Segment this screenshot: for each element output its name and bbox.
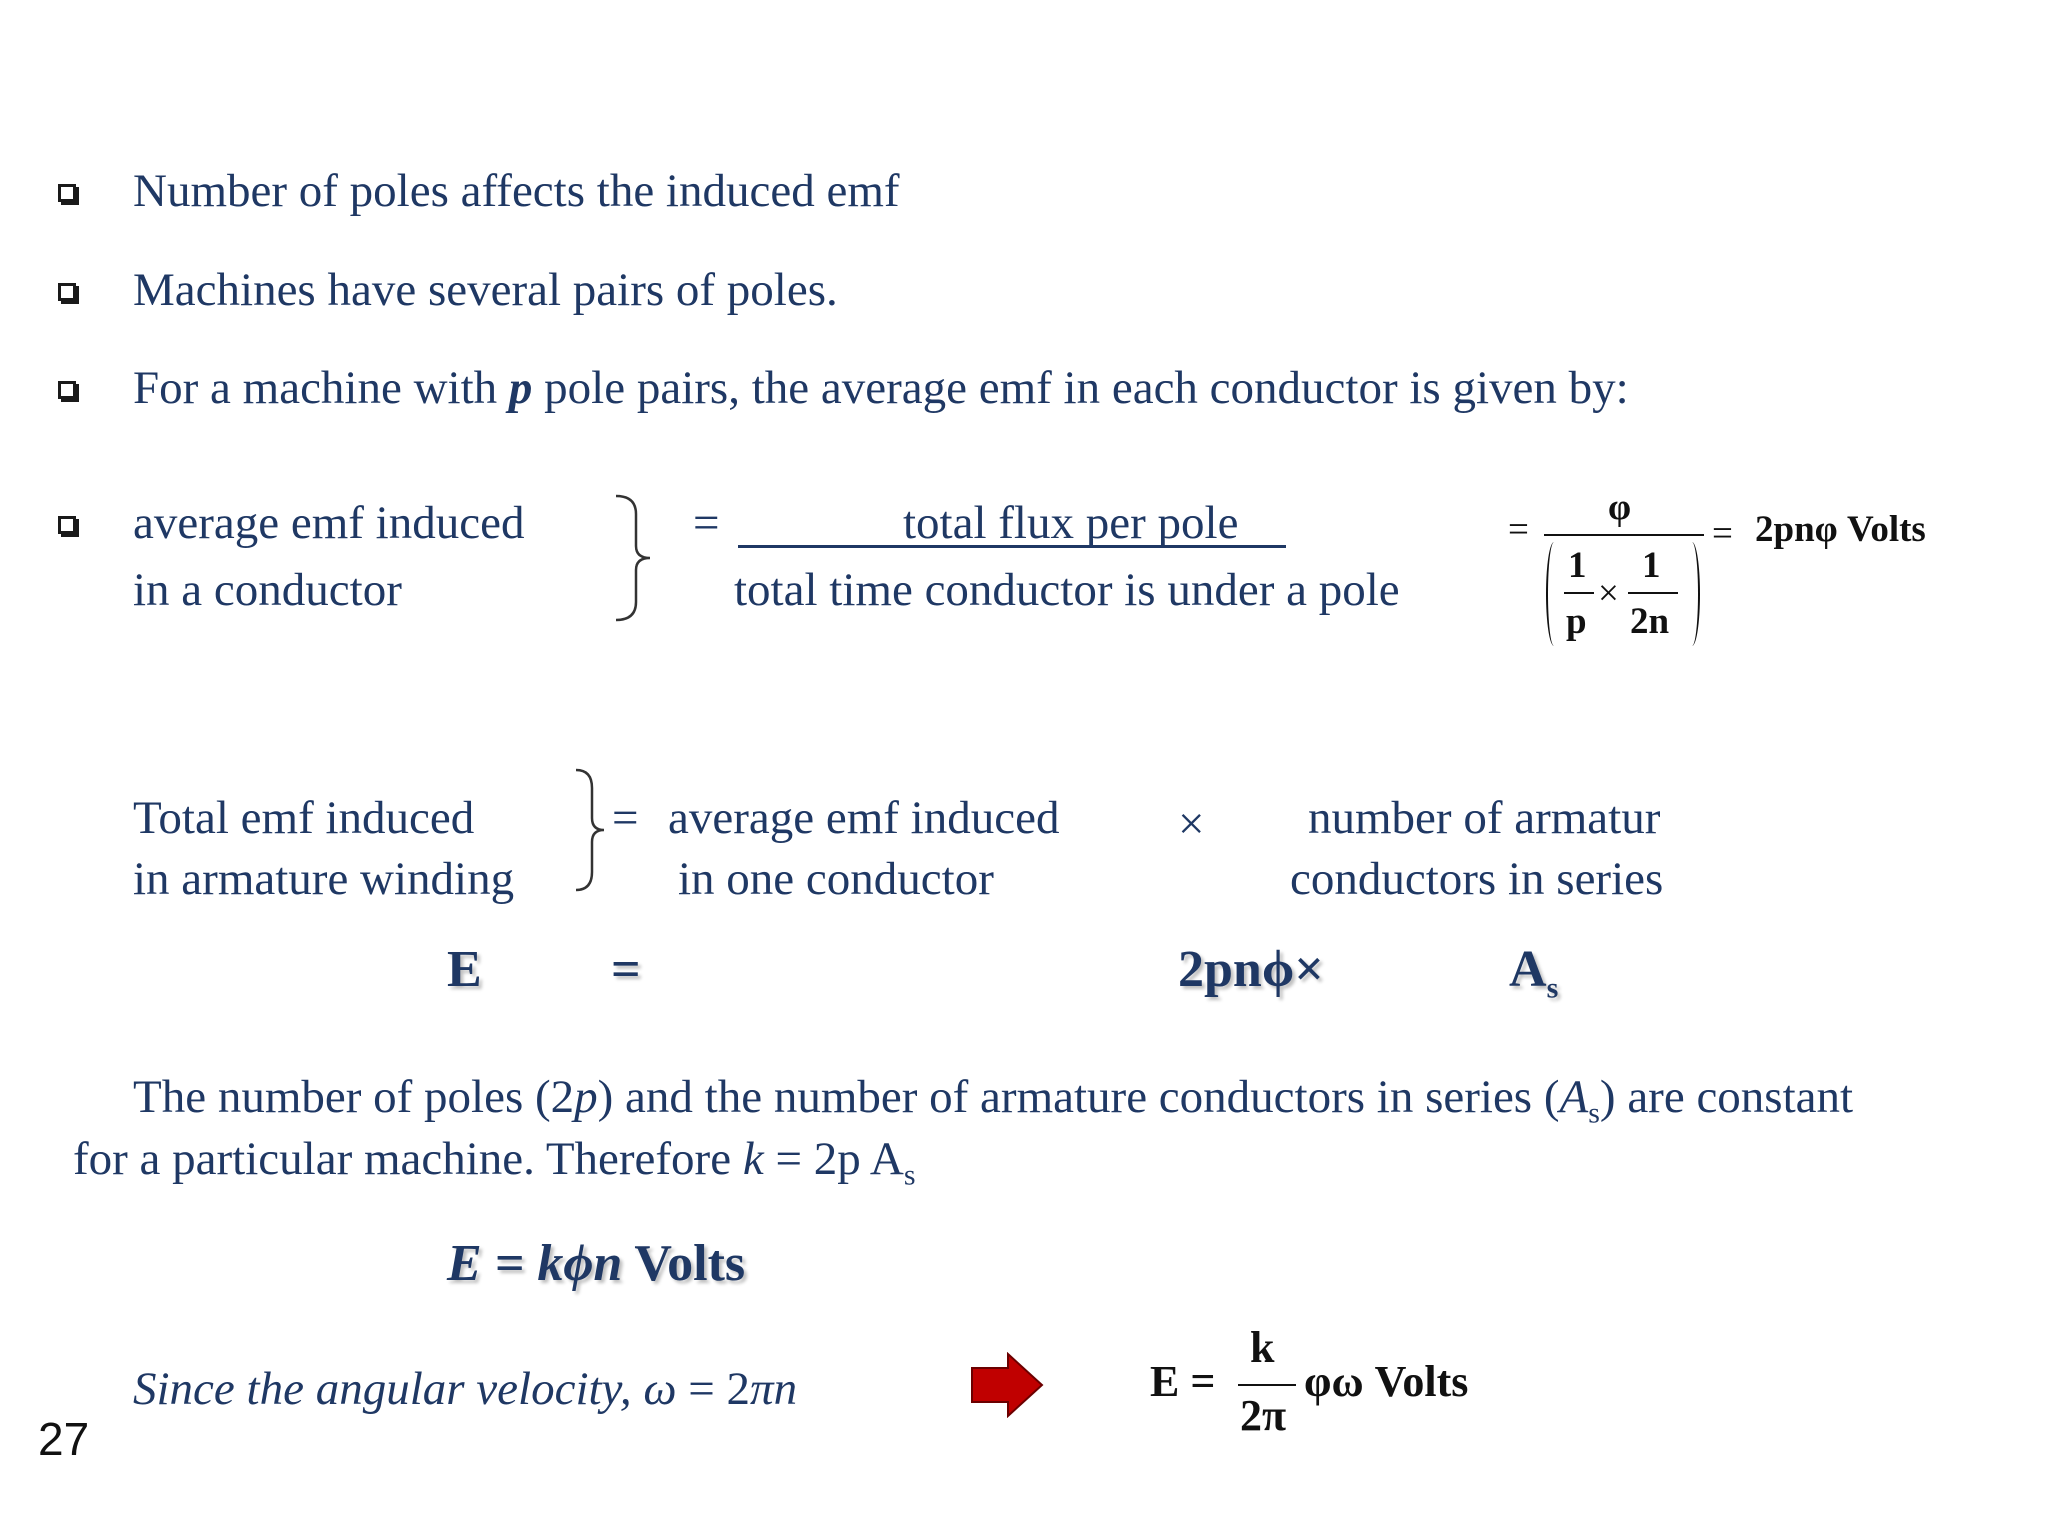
bullet-icon — [58, 516, 76, 534]
right-brace-icon — [575, 768, 605, 892]
formula-main: E = kϕn Volts — [447, 1235, 746, 1292]
final-fraction-line — [1238, 1384, 1296, 1386]
formula-p: p — [1566, 601, 1587, 642]
bullet-icon — [58, 283, 76, 301]
total-emf-mid-2: in one conductor — [678, 853, 994, 905]
formula-two-n: 2n — [1630, 601, 1670, 642]
left-paren-icon — [1546, 542, 1562, 646]
bullet-text-1: Number of poles affects the induced emf — [133, 165, 900, 217]
total-emf-right-2: conductors in series — [1290, 853, 1664, 905]
fraction-line — [738, 545, 1286, 548]
formula-phi: φ — [1608, 487, 1632, 528]
formula-equals-2: = — [1712, 513, 1733, 554]
avg-emf-label-2: in a conductor — [133, 564, 402, 616]
formula-one-b: 1 — [1642, 545, 1661, 586]
formula-one-a: 1 — [1568, 545, 1587, 586]
bullet-text-2: Machines have several pairs of poles. — [133, 264, 838, 316]
bullet-text-3: For a machine with p pole pairs, the ave… — [133, 362, 1629, 414]
avg-emf-equals: = — [693, 497, 720, 549]
final-k: k — [1250, 1323, 1275, 1372]
total-emf-right-1: number of armatur — [1308, 792, 1661, 844]
e-equals: = — [611, 941, 641, 998]
formula-equals-1: = — [1508, 509, 1529, 550]
total-emf-label-1: Total emf induced — [133, 792, 475, 844]
avg-emf-label-1: average emf induced — [133, 497, 525, 549]
formula-sub-line-a — [1564, 592, 1594, 594]
formula-fraction-line — [1544, 534, 1704, 536]
final-e: E = — [1150, 1357, 1216, 1406]
formula-times: × — [1598, 573, 1619, 614]
formula-result: 2pnφ Volts — [1755, 509, 1926, 550]
total-emf-mid-1: average emf induced — [668, 792, 1060, 844]
right-paren-icon — [1684, 542, 1700, 646]
right-arrow-icon — [971, 1352, 1044, 1418]
since-text: Since the angular velocity, ω = 2πn — [133, 1363, 798, 1415]
paragraph-line-2: for a particular machine. Therefore k = … — [73, 1133, 916, 1192]
e-symbol: E — [447, 941, 482, 998]
bullet-icon — [58, 381, 76, 399]
final-2pi: 2π — [1240, 1391, 1287, 1440]
avg-emf-numerator: total flux per pole — [903, 497, 1239, 549]
paragraph-line-1: The number of poles (2p) and the number … — [133, 1071, 1854, 1130]
e-as: As — [1509, 941, 1559, 1005]
page-number: 27 — [38, 1413, 90, 1465]
bullet-icon — [58, 184, 76, 202]
total-emf-equals: = — [612, 792, 639, 844]
right-brace-icon — [615, 494, 651, 622]
e-term: 2pnϕ× — [1178, 941, 1324, 998]
final-rest: φω Volts — [1304, 1357, 1469, 1406]
total-emf-times: × — [1178, 798, 1205, 850]
total-emf-label-2: in armature winding — [133, 853, 515, 905]
formula-sub-line-b — [1628, 592, 1678, 594]
avg-emf-denominator: total time conductor is under a pole — [734, 564, 1400, 616]
